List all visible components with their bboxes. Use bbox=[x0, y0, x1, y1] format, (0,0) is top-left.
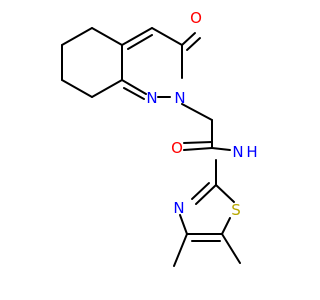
atom-label-n-ring: N bbox=[146, 89, 157, 107]
bond bbox=[61, 27, 93, 46]
bond bbox=[183, 141, 213, 144]
bond bbox=[173, 233, 188, 267]
atom-label-n-substituted: N bbox=[174, 89, 185, 107]
atom-label-n-amide: N bbox=[232, 143, 243, 161]
bond bbox=[191, 182, 210, 200]
bond bbox=[179, 214, 188, 235]
bond bbox=[123, 87, 145, 100]
atom-label-s-thiazole: S bbox=[231, 201, 241, 219]
bond bbox=[121, 27, 153, 46]
atom-label-o-ketone: O bbox=[190, 9, 202, 27]
atom-label-h-amide: H bbox=[246, 143, 257, 161]
bond bbox=[221, 233, 241, 264]
molecule-structure-diagram: O N N O N H N S bbox=[61, 9, 258, 267]
bond bbox=[186, 37, 201, 51]
bond bbox=[221, 217, 231, 235]
bond bbox=[181, 32, 196, 46]
molecule-svg: O N N O N H N S bbox=[61, 9, 258, 267]
bond bbox=[91, 79, 123, 98]
bond bbox=[183, 147, 213, 151]
bond bbox=[181, 103, 213, 121]
bond bbox=[215, 184, 235, 203]
atom-label-o-amide: O bbox=[171, 139, 183, 157]
bond bbox=[151, 27, 183, 46]
atom-label-n-thiazole: N bbox=[173, 199, 184, 217]
bond bbox=[121, 79, 147, 95]
bond bbox=[195, 184, 217, 205]
bond bbox=[61, 79, 93, 98]
bond bbox=[91, 27, 123, 46]
bond bbox=[127, 34, 153, 50]
bond bbox=[211, 147, 231, 151]
